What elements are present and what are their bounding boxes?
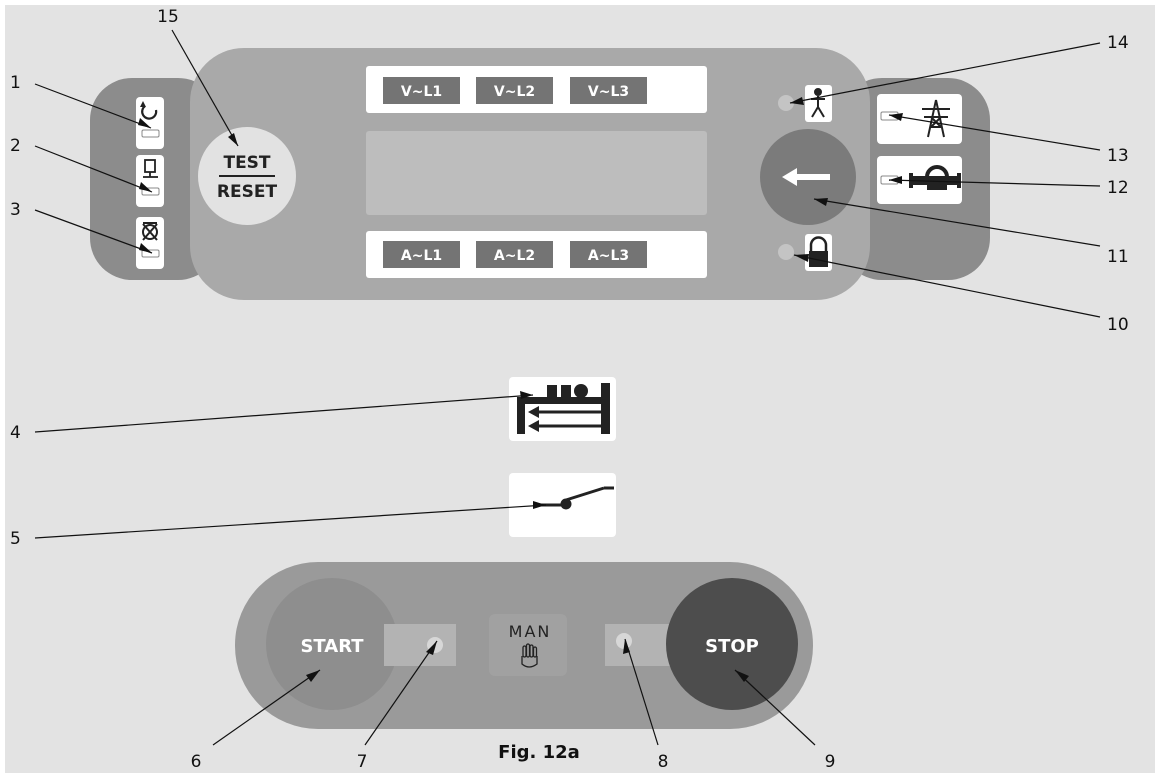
stop-indicator-box (605, 624, 677, 666)
leader-6 (212, 669, 321, 746)
padlock-icon-box (805, 234, 832, 271)
callout-leaders (34, 29, 1101, 746)
callout-arrowheads (138, 97, 903, 682)
callout-4: 4 (10, 423, 21, 443)
top-panel: TEST RESET V~L1 V~L2 V~L3 A~L1 A~L2 (90, 48, 990, 300)
current-label-2: A~L2 (476, 241, 553, 268)
leader-2 (34, 145, 153, 193)
leader-3 (34, 209, 153, 254)
left-icon-button-1[interactable] (136, 97, 164, 149)
leader-9 (734, 669, 816, 746)
enter-arrow-button[interactable] (760, 129, 856, 225)
svg-text:V~L1: V~L1 (401, 84, 442, 100)
leader-12 (888, 179, 1101, 187)
callout-15: 15 (157, 7, 179, 27)
callout-numbers: 1 2 3 4 5 6 7 8 9 10 11 12 13 14 15 (10, 7, 1129, 772)
mains-button[interactable] (877, 94, 962, 144)
padlock-icon (809, 236, 828, 267)
man-label: MAN (509, 622, 552, 641)
reset-label: RESET (217, 182, 278, 202)
callout-3: 3 (10, 200, 21, 220)
callout-1: 1 (10, 73, 21, 93)
svg-text:V~L3: V~L3 (588, 84, 629, 100)
leader-8 (624, 638, 659, 746)
callout-6: 6 (191, 752, 202, 772)
callout-11: 11 (1107, 247, 1129, 267)
voltage-label-1: V~L1 (383, 77, 460, 104)
callout-12: 12 (1107, 178, 1129, 198)
arrow-left-icon (782, 168, 830, 186)
svg-text:A~L1: A~L1 (401, 248, 442, 264)
leader-4 (34, 394, 534, 433)
svg-text:A~L2: A~L2 (494, 248, 535, 264)
test-operator-icon (143, 159, 158, 178)
current-label-3: A~L3 (570, 241, 647, 268)
bottom-panel: START MAN STOP (235, 562, 813, 729)
left-icon-button-2[interactable] (136, 155, 164, 207)
callout-10: 10 (1107, 315, 1129, 335)
start-indicator-box (384, 624, 456, 666)
left-icon-button-3[interactable] (136, 217, 164, 269)
leader-5 (34, 504, 547, 539)
leader-11 (813, 198, 1101, 247)
svg-text:A~L3: A~L3 (588, 248, 629, 264)
maintenance-person-icon-box (805, 85, 832, 122)
callout-13: 13 (1107, 146, 1129, 166)
callout-9: 9 (825, 752, 836, 772)
generating-set-box (509, 377, 616, 441)
leader-7 (364, 640, 438, 746)
test-label: TEST (223, 153, 270, 173)
leader-14 (789, 42, 1101, 104)
leader-13 (888, 114, 1101, 151)
callout-7: 7 (357, 752, 368, 772)
lock-led (778, 244, 794, 260)
svg-text:V~L2: V~L2 (494, 84, 535, 100)
callout-14: 14 (1107, 33, 1129, 53)
generating-set-icon (517, 383, 610, 434)
maintenance-led (778, 95, 794, 111)
figure-caption: Fig. 12a (498, 742, 580, 763)
stop-button[interactable]: STOP (666, 578, 798, 710)
man-mode-button[interactable]: MAN (489, 614, 567, 676)
circuit-breaker-box (509, 473, 616, 537)
leader-1 (34, 83, 152, 129)
hand-icon (521, 643, 538, 668)
current-label-1: A~L1 (383, 241, 460, 268)
callout-2: 2 (10, 136, 21, 156)
mains-pylon-icon (922, 99, 950, 138)
leader-15 (171, 29, 239, 147)
start-button[interactable]: START (266, 578, 398, 710)
stop-led (616, 633, 632, 649)
lcd-display (366, 131, 707, 215)
test-reset-button[interactable]: TEST RESET (198, 127, 296, 225)
leader-10 (793, 254, 1101, 318)
auto-cycle-icon (141, 105, 158, 120)
voltage-label-3: V~L3 (570, 77, 647, 104)
start-label: START (300, 636, 364, 657)
callout-5: 5 (10, 529, 21, 549)
callout-8: 8 (658, 752, 669, 772)
stop-label: STOP (705, 636, 759, 657)
inhibit-icon (142, 222, 158, 241)
voltage-label-2: V~L2 (476, 77, 553, 104)
